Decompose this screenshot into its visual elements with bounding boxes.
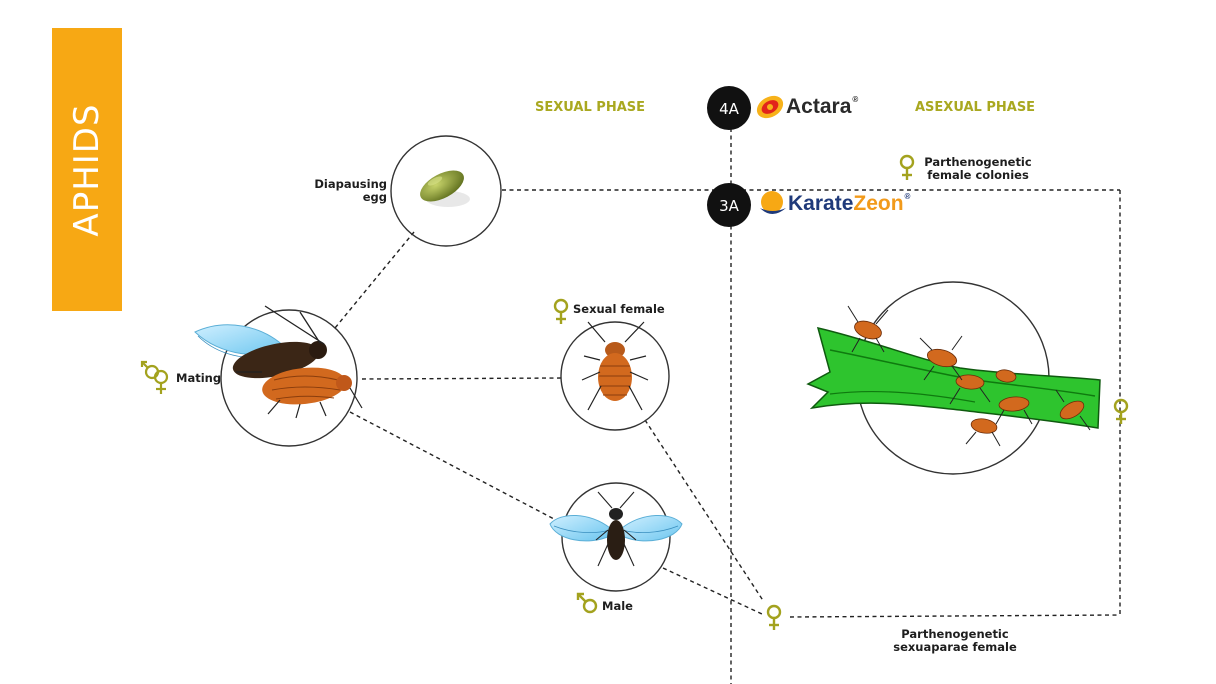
mating-label: Mating [176, 371, 222, 385]
female-to-sexuparae-line [644, 419, 765, 603]
actara-brand: Actara® [786, 95, 858, 119]
colonies-label-line1: Parthenogenetic [924, 155, 1032, 169]
actara-reg: ® [852, 95, 859, 104]
male-to-sexuparae-line [662, 567, 763, 615]
egg-to-mating-line [334, 231, 415, 329]
page-title: APHIDS [67, 102, 107, 237]
karate-zeon-reg: ® [904, 192, 911, 201]
actara-name: Actara [786, 95, 852, 118]
actara-logo-icon [756, 95, 784, 119]
connector-lines [334, 128, 1121, 684]
diapausing-egg-image [420, 170, 470, 207]
mating-circle [220, 309, 358, 447]
venus-icon-colonies [899, 154, 915, 180]
venus-icon-sexuparae [766, 604, 782, 630]
venus-icon-sexual-female [553, 298, 569, 324]
diapausing-egg-label-line2: egg [362, 190, 387, 204]
badge-3a: 3A [707, 183, 751, 227]
sexual-female-label: Sexual female [573, 302, 665, 316]
badge-4a-code: 4A [719, 100, 740, 118]
sexual-female-aphid-image [581, 321, 649, 411]
sexuparae-label: Parthenogenetic sexuaparae female [885, 628, 1025, 654]
egg-circle [390, 135, 502, 247]
sexuparae-label-line2: sexuaparae female [893, 640, 1017, 654]
sexuparae-bottom-line [789, 614, 1121, 618]
mating-to-male-line [349, 411, 576, 531]
mars-icon-male [576, 592, 598, 614]
sexuparae-label-line1: Parthenogenetic [901, 627, 1009, 641]
diapausing-egg-label-line1: Diapausing [314, 177, 387, 191]
sexual-phase-label: SEXUAL PHASE [535, 100, 646, 115]
zeon-name: Zeon [853, 192, 904, 215]
male-label: Male [602, 599, 633, 613]
badge-4a: 4A [707, 86, 751, 130]
karate-name: Karate [788, 192, 854, 215]
karate-zeon-brand: KarateZeon® [788, 192, 910, 216]
asexual-phase-label: ASEXUAL PHASE [915, 100, 1036, 115]
male-circle [561, 482, 671, 592]
sexual-female-circle [560, 321, 670, 431]
diapausing-egg-label: Diapausing egg [300, 178, 387, 204]
colonies-label: Parthenogenetic female colonies [918, 156, 1038, 182]
aphid-colony-on-stem-image [806, 305, 1101, 447]
male-aphid-image [549, 491, 683, 567]
mating-aphids-image [194, 305, 363, 419]
venus-icon-asexual-cycle [1113, 398, 1129, 424]
mating-symbol-icon [140, 360, 169, 394]
mating-to-female-line [361, 377, 563, 380]
title-banner: APHIDS [52, 28, 122, 311]
colonies-label-line2: female colonies [927, 168, 1029, 182]
badge-3a-code: 3A [719, 197, 740, 215]
karate-zeon-logo-icon [760, 191, 786, 214]
